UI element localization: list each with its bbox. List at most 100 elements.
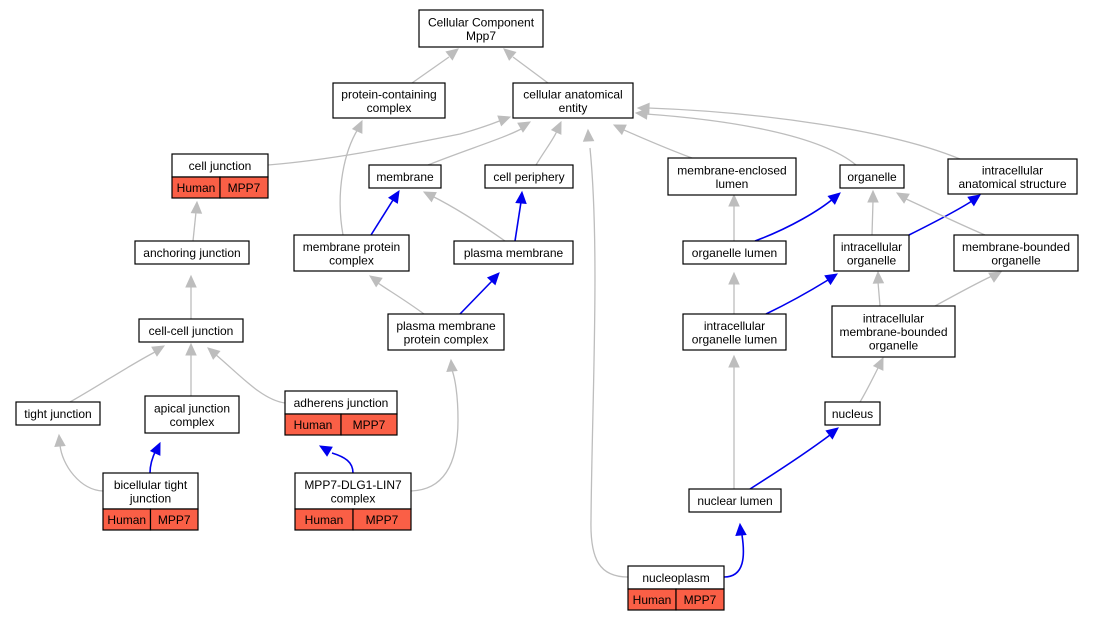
edge-line: [411, 56, 450, 84]
node-box[interactable]: [833, 234, 910, 272]
is-a-edge-iorg-to-org: [867, 189, 879, 236]
arrowhead-icon: [517, 121, 532, 133]
node-box[interactable]: [953, 234, 1079, 272]
arrowhead-icon: [728, 271, 740, 285]
edge-line: [410, 369, 459, 492]
go-term-node-cper[interactable]: cell periphery: [484, 164, 574, 189]
node-box[interactable]: [453, 240, 574, 265]
is-a-edge-imbo-to-iorg: [872, 270, 885, 307]
node-box[interactable]: [484, 164, 574, 189]
is-a-edge-nl-to-iol: [728, 354, 740, 489]
node-label-line: intracellular: [841, 240, 902, 254]
node-label-line: junction: [129, 491, 171, 505]
node-box[interactable]: [824, 401, 881, 426]
is-a-edge-mel-to-cae: [612, 124, 693, 159]
edge-line: [69, 351, 156, 403]
node-box[interactable]: [667, 157, 797, 196]
node-label-line: cellular anatomical: [523, 87, 622, 101]
node-label-line: intracellular: [982, 163, 1043, 177]
node-box[interactable]: [368, 164, 442, 189]
node-box[interactable]: [134, 240, 250, 265]
node-box[interactable]: [332, 82, 446, 119]
part-of-edge-btj-to-apj: [149, 441, 161, 474]
edge-line: [339, 128, 359, 236]
go-term-node-nuc[interactable]: nucleus: [824, 401, 881, 426]
node-label-line: Cellular Component: [428, 15, 535, 29]
node-box[interactable]: [839, 164, 905, 189]
node-box[interactable]: [682, 313, 787, 351]
arrowhead-icon: [149, 441, 161, 456]
node-label-line: protein complex: [404, 332, 489, 346]
node-box[interactable]: [688, 488, 782, 513]
arrowhead-icon: [872, 356, 884, 371]
annotation-gene-cell[interactable]: [675, 588, 725, 611]
edge-line: [877, 281, 881, 307]
node-box[interactable]: [144, 395, 240, 434]
go-term-node-aj[interactable]: anchoring junction: [134, 240, 250, 265]
arrowhead-icon: [151, 345, 166, 357]
edge-line: [267, 119, 503, 166]
go-term-node-memb[interactable]: membrane: [368, 164, 442, 189]
node-box[interactable]: [418, 9, 544, 48]
is-a-edge-tj-to-ccj: [69, 345, 166, 403]
node-label-line: protein-containing: [341, 87, 436, 101]
part-of-edge-iorg-to-ias: [908, 194, 981, 236]
arrowhead-icon: [446, 358, 458, 372]
node-box[interactable]: [682, 240, 787, 265]
node-box[interactable]: [294, 472, 412, 510]
arrowhead-icon: [728, 354, 740, 368]
annotation-gene-label: MPP7: [158, 513, 191, 527]
node-box[interactable]: [293, 234, 410, 272]
go-term-node-tj[interactable]: tight junction: [15, 401, 101, 426]
edge-line: [647, 107, 961, 160]
node-label-line: plasma membrane: [464, 246, 564, 260]
arrowhead-icon: [54, 433, 66, 447]
edge-line: [427, 127, 524, 166]
go-term-node-ccj[interactable]: cell-cell junction: [138, 318, 244, 343]
node-label-line: adherens junction: [294, 396, 389, 410]
go-term-node-org[interactable]: organelle: [839, 164, 905, 189]
annotation-gene-cell[interactable]: [219, 176, 269, 199]
annotation-gene-cell[interactable]: [149, 508, 199, 531]
arrowhead-icon: [988, 271, 1003, 283]
node-box[interactable]: [947, 158, 1078, 195]
node-box[interactable]: [512, 82, 634, 119]
node-label-line: organelle: [869, 339, 919, 353]
go-term-node-orgl[interactable]: organelle lumen: [682, 240, 787, 265]
node-label-line: complex: [170, 415, 215, 429]
node-box[interactable]: [387, 313, 505, 351]
node-label-line: intracellular: [863, 312, 924, 326]
annotation-gene-label: MPP7: [684, 593, 717, 607]
annotation-gene-label: MPP7: [366, 513, 399, 527]
edge-line: [192, 211, 197, 242]
annotation-gene-cell[interactable]: [340, 413, 398, 436]
is-a-edge-iol-to-orgl: [728, 271, 740, 314]
arrowhead-icon: [445, 48, 459, 61]
node-box[interactable]: [15, 401, 101, 426]
node-box[interactable]: [831, 305, 956, 358]
go-term-node-nl[interactable]: nuclear lumen: [688, 488, 782, 513]
node-label-line: nucleoplasm: [642, 571, 709, 585]
annotation-gene-cell[interactable]: [352, 508, 412, 531]
node-box[interactable]: [102, 472, 199, 510]
node-box[interactable]: [138, 318, 244, 343]
go-term-node-pm[interactable]: plasma membrane: [453, 240, 574, 265]
